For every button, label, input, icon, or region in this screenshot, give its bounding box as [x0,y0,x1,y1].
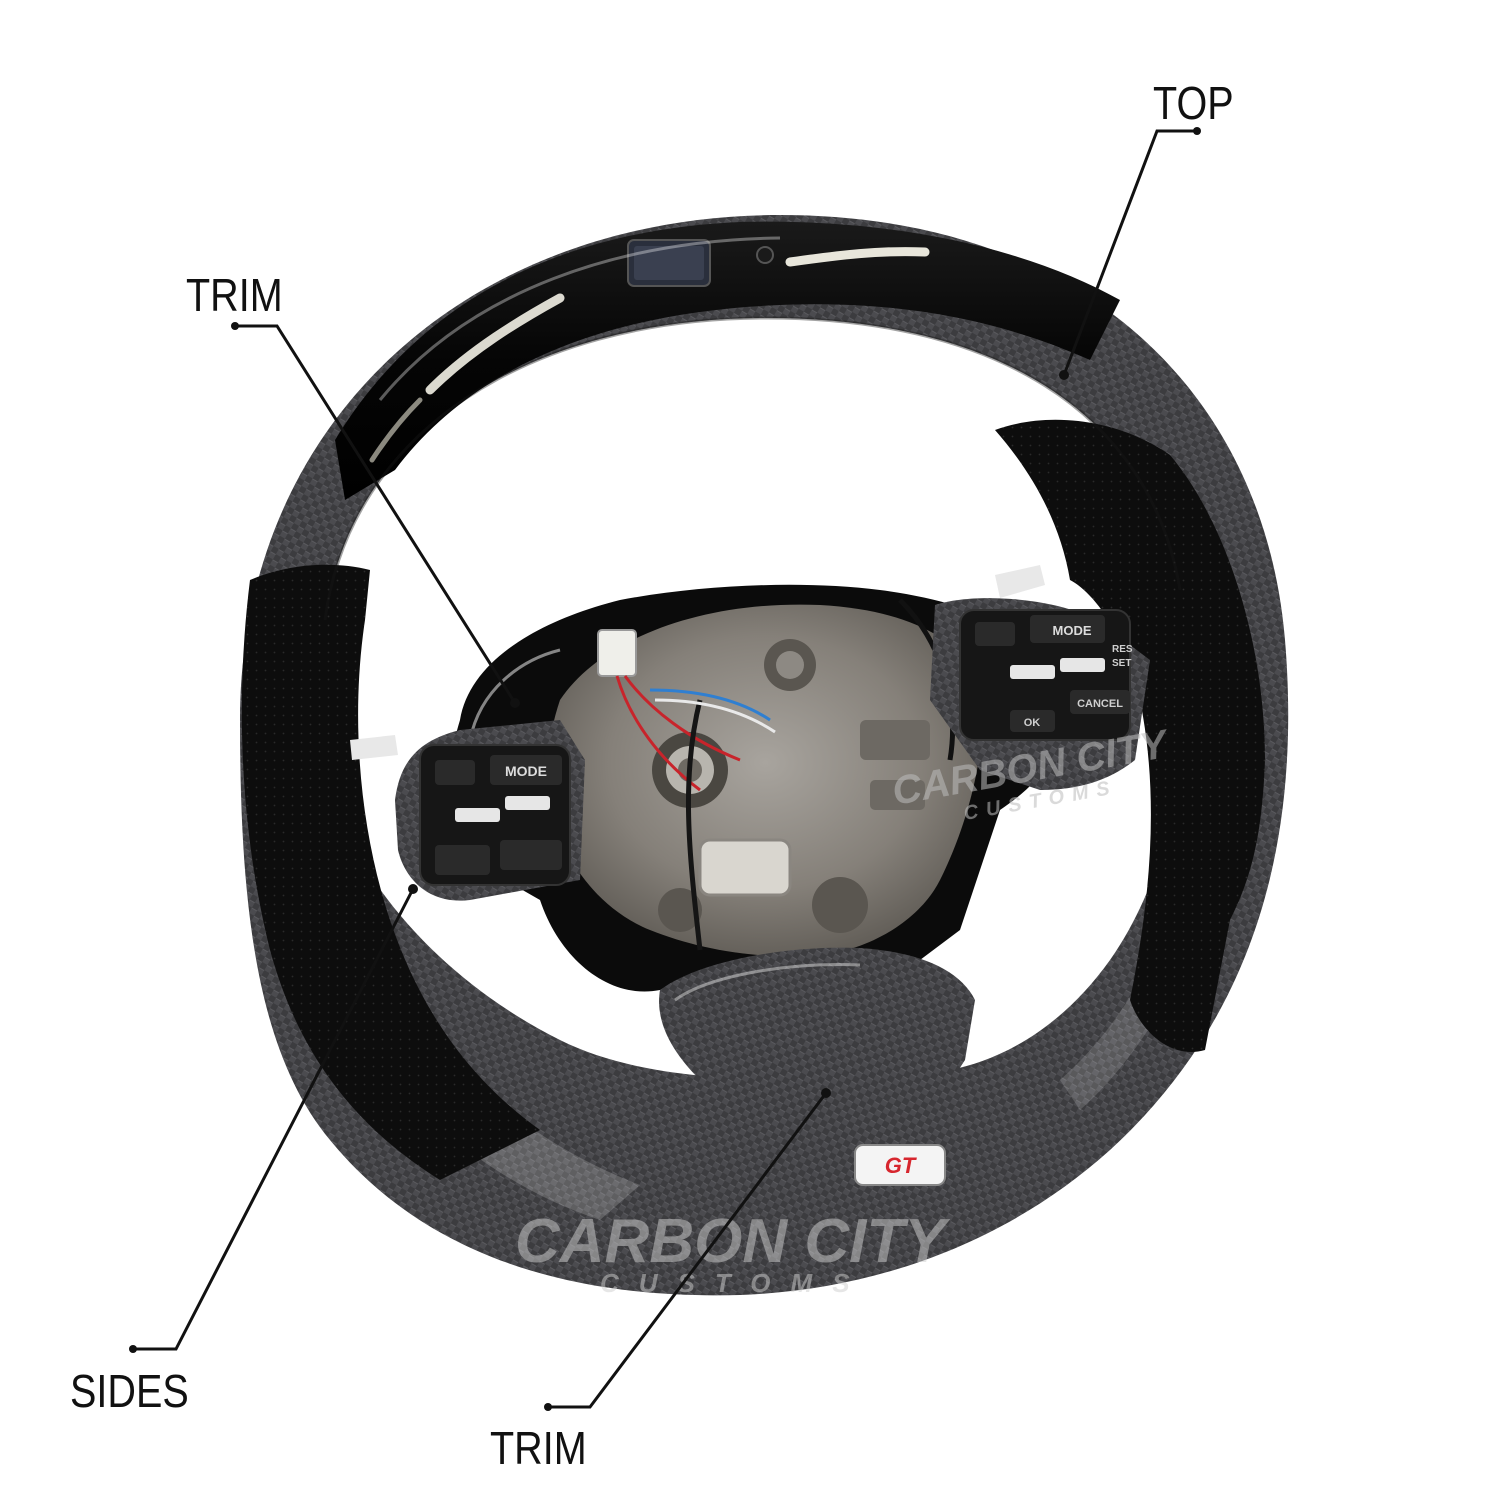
watermark-bottom: CARBON CITY CUSTOMS [515,1207,951,1298]
callout-sides [129,884,418,1353]
callout-trim-lower [544,1088,831,1411]
right-mode-label: MODE [1053,623,1092,638]
set-label: SET [1112,658,1131,669]
label-trim-upper: TRIM [186,269,283,321]
bottom-trim-spoke: GT [659,947,975,1186]
left-control-cluster: MODE [395,720,585,901]
callout-top [1059,127,1201,380]
right-alcantara-grip [995,419,1265,1052]
cancel-button[interactable] [1070,690,1130,714]
gt-badge [854,1144,946,1186]
ok-label: OK [1024,717,1041,729]
watermark-bottom-sub: CUSTOMS [600,1268,870,1298]
label-sides: SIDES [70,1365,189,1417]
label-trim-lower: TRIM [490,1422,587,1474]
label-top: TOP [1153,77,1234,129]
left-mode-label: MODE [505,763,547,779]
right-mode-button[interactable] [1030,615,1105,643]
right-control-cluster: MODE RES SET CANCEL OK [930,598,1150,790]
left-paddle-shifter [350,735,398,760]
led-top-section [335,221,1120,500]
left-alcantara-grip [241,564,540,1180]
callout-trim-upper [231,322,520,708]
res-label: RES [1112,644,1133,655]
steering-hub [448,584,1068,992]
left-mode-button[interactable] [490,755,562,785]
cancel-label: CANCEL [1077,698,1123,710]
right-paddle-shifter [995,565,1045,598]
ok-button[interactable] [1010,710,1055,732]
gt-badge-text: GT [885,1153,917,1178]
